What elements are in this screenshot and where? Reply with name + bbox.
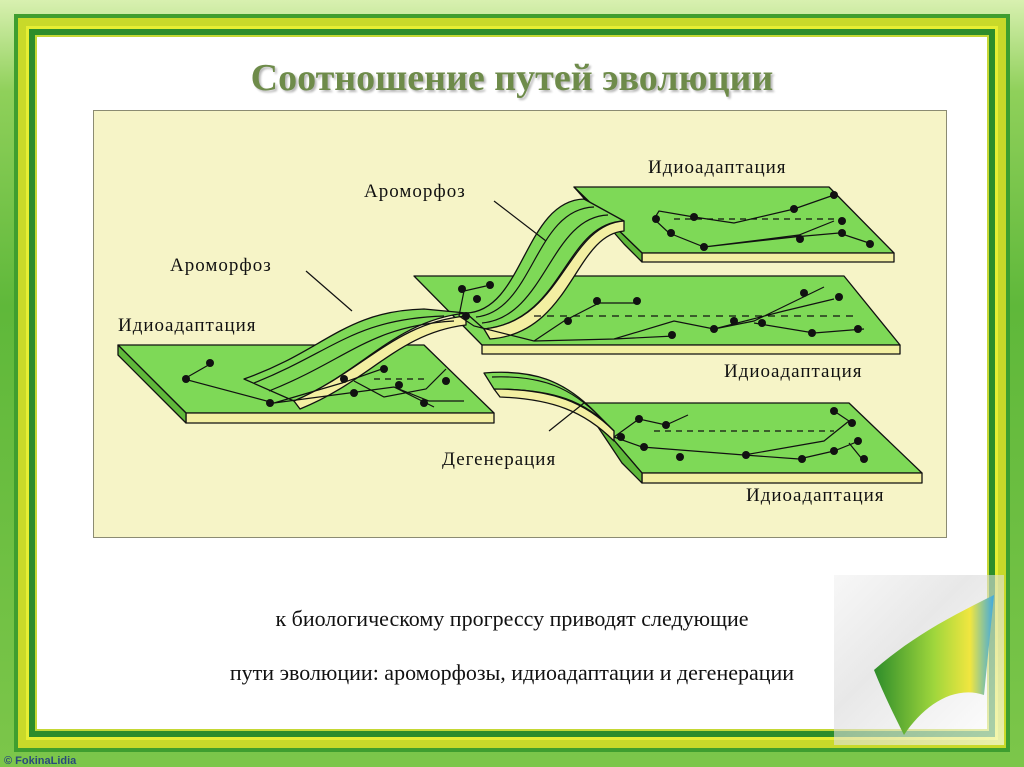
- evolution-paths-diagram: Идиоадаптация Ароморфоз Ароморфоз Идиоад…: [93, 110, 947, 538]
- copyright-text: © FokinaLidia: [4, 755, 77, 767]
- label-aromorphosis-upper: Ароморфоз: [364, 181, 466, 202]
- label-degeneration: Дегенерация: [442, 449, 557, 470]
- label-idioadaptation-bottom: Идиоадаптация: [746, 485, 885, 506]
- label-idioadaptation-left: Идиоадаптация: [118, 315, 257, 336]
- plate-bottom: [581, 402, 923, 484]
- caption-line-1: к биологическому прогрессу приводят след…: [275, 606, 749, 631]
- slide-title: Соотношение путей эволюции: [250, 57, 774, 99]
- caption-line-2: пути эволюции: ароморфозы, идиоадаптации…: [229, 660, 795, 685]
- label-aromorphosis-lower: Ароморфоз: [170, 255, 272, 276]
- diagram-drawing: [117, 186, 923, 484]
- label-idioadaptation-top: Идиоадаптация: [648, 157, 787, 178]
- label-idioadaptation-middle: Идиоадаптация: [724, 361, 863, 382]
